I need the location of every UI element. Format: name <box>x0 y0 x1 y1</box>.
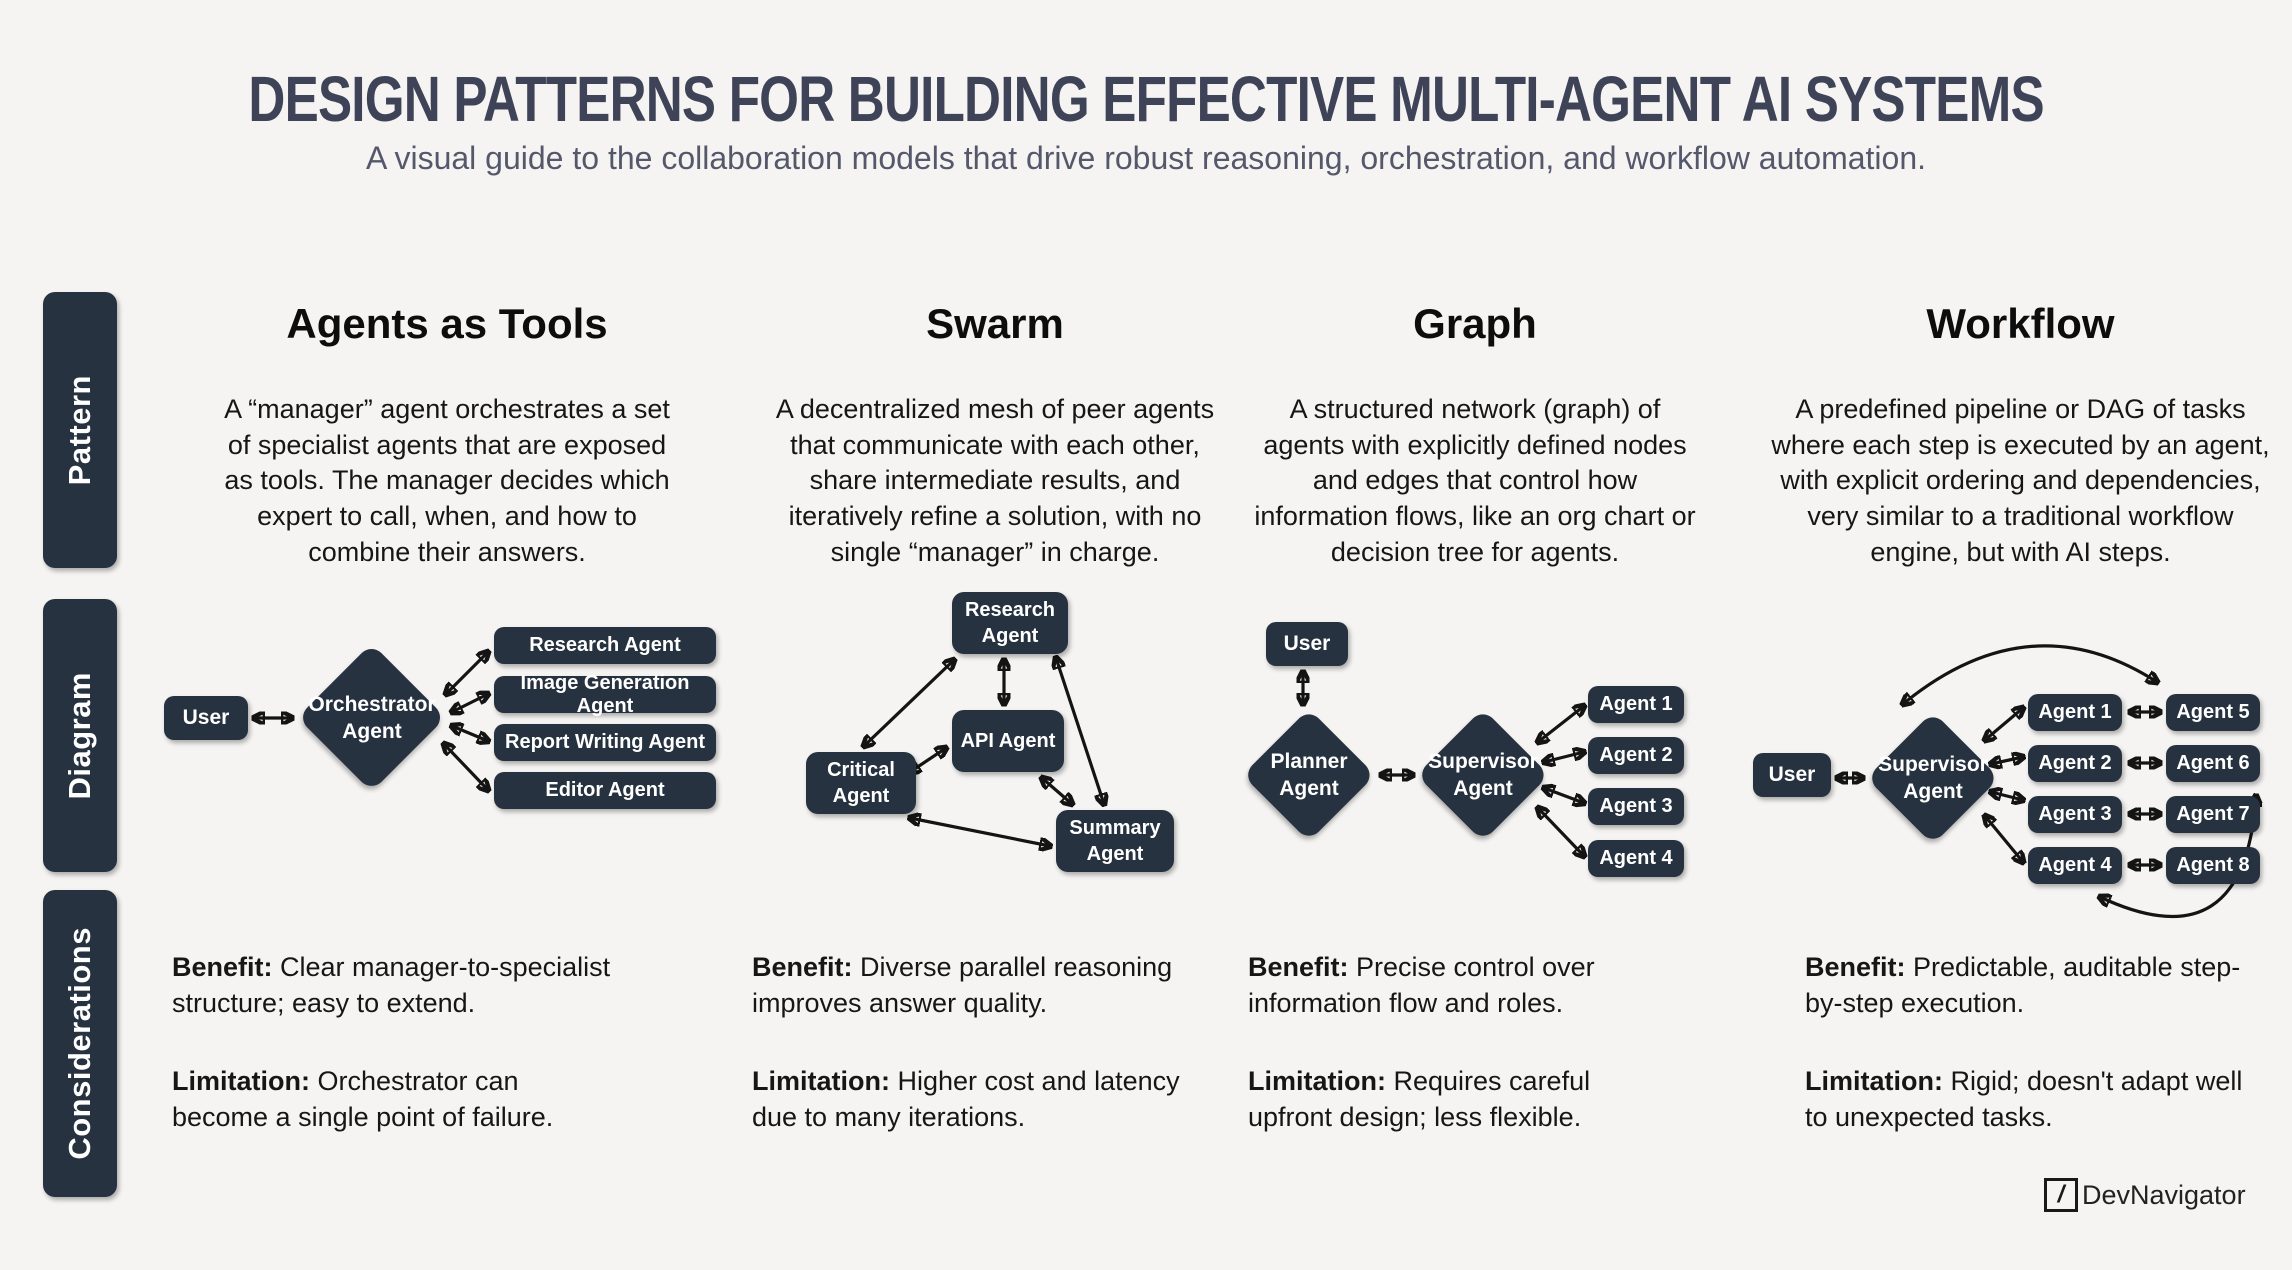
node-graph-supervisor-agent: Supervisor Agent <box>1417 709 1549 841</box>
node-workflow-agent-7: Agent 7 <box>2166 796 2260 833</box>
benefit-text: Precise control over information flow an… <box>1248 952 1595 1018</box>
benefit-graph: Benefit: Precise control over informatio… <box>1248 950 1678 1022</box>
node-swarm-summary-agent: Summary Agent <box>1056 810 1174 872</box>
node-planner-agent-label: Planner Agent <box>1270 749 1348 800</box>
node-graph-agent-1: Agent 1 <box>1588 686 1684 723</box>
considerations-graph: Benefit: Precise control over informatio… <box>1248 950 1678 1136</box>
limitation-label: Limitation: <box>752 1065 890 1096</box>
node-image-generation-agent: Image Generation Agent <box>494 672 716 717</box>
node-swarm-critical-agent: Critical Agent <box>806 752 916 814</box>
node-workflow-agent-6: Agent 6 <box>2166 745 2260 782</box>
column-title-graph: Graph <box>1413 300 1537 347</box>
limitation-graph: Limitation: Requires careful upfront des… <box>1248 1064 1678 1136</box>
benefit-label: Benefit: <box>1805 952 1906 982</box>
considerations-agents-as-tools: Benefit: Clear manager-to-specialist str… <box>172 950 617 1136</box>
node-workflow-agent-5: Agent 5 <box>2166 694 2260 731</box>
node-workflow-agent-4: Agent 4 <box>2028 847 2122 884</box>
pattern-description-workflow: A predefined pipeline or DAG of tasks wh… <box>1771 394 2270 567</box>
node-workflow-supervisor-agent-label: Supervisor Agent <box>1878 752 1988 803</box>
page-title: DESIGN PATTERNS FOR BUILDING EFFECTIVE M… <box>0 62 2292 136</box>
pattern-description-swarm: A decentralized mesh of peer agents that… <box>775 394 1215 567</box>
node-swarm-api-agent: API Agent <box>952 710 1064 772</box>
benefit-label: Benefit: <box>1248 952 1349 982</box>
benefit-text: Predictable, auditable step-by-step exec… <box>1805 952 2241 1018</box>
limitation-text: Rigid; doesn't adapt well to unexpected … <box>1805 1065 2243 1132</box>
node-graph-agent-4: Agent 4 <box>1588 840 1684 877</box>
limitation-label: Limitation: <box>1805 1065 1943 1096</box>
node-workflow-supervisor-agent: Supervisor Agent <box>1867 712 1999 844</box>
node-user: User <box>164 696 248 740</box>
benefit-label: Benefit: <box>172 952 273 982</box>
node-report-writing-agent: Report Writing Agent <box>494 724 716 761</box>
node-editor-agent: Editor Agent <box>494 772 716 809</box>
limitation-label: Limitation: <box>1248 1065 1386 1096</box>
brand-name: DevNavigator <box>2082 1179 2246 1210</box>
sidebar-row-pattern: Pattern <box>43 292 117 568</box>
pattern-description-graph: A structured network (graph) of agents w… <box>1254 394 1696 567</box>
node-orchestrator-agent-label: Orchestrator Agent <box>308 692 436 743</box>
node-orchestrator-agent: Orchestrator Agent <box>298 644 446 792</box>
considerations-workflow: Benefit: Predictable, auditable step-by-… <box>1805 950 2265 1136</box>
limitation-agents-as-tools: Limitation: Orchestrator can become a si… <box>172 1064 617 1136</box>
sidebar-row-pattern-label: Pattern <box>62 374 97 486</box>
sidebar-row-considerations-label: Considerations <box>62 927 97 1160</box>
node-research-agent: Research Agent <box>494 627 716 664</box>
page-title-text: DESIGN PATTERNS FOR BUILDING EFFECTIVE M… <box>248 63 2044 135</box>
pattern-description-agents-as-tools: A “manager” agent orchestrates a set of … <box>224 394 670 567</box>
limitation-label: Limitation: <box>172 1065 310 1096</box>
node-graph-agent-3: Agent 3 <box>1588 788 1684 825</box>
sidebar-row-diagram: Diagram <box>43 599 117 872</box>
column-title-workflow: Workflow <box>1926 300 2115 347</box>
page-subtitle: A visual guide to the collaboration mode… <box>366 140 1926 176</box>
sidebar-row-diagram-label: Diagram <box>62 671 97 800</box>
benefit-swarm: Benefit: Diverse parallel reasoning impr… <box>752 950 1182 1022</box>
node-workflow-user: User <box>1753 753 1831 797</box>
node-workflow-agent-1: Agent 1 <box>2028 694 2122 731</box>
limitation-text: Requires careful upfront design; less fl… <box>1248 1065 1591 1132</box>
sidebar-row-considerations: Considerations <box>43 890 117 1197</box>
benefit-workflow: Benefit: Predictable, auditable step-by-… <box>1805 950 2265 1022</box>
limitation-text: Higher cost and latency due to many iter… <box>752 1065 1180 1132</box>
node-planner-agent: Planner Agent <box>1243 709 1375 841</box>
node-workflow-agent-3: Agent 3 <box>2028 796 2122 833</box>
benefit-text: Clear manager-to-specialist structure; e… <box>172 952 611 1018</box>
node-graph-supervisor-agent-label: Supervisor Agent <box>1428 749 1538 800</box>
node-workflow-agent-2: Agent 2 <box>2028 745 2122 782</box>
limitation-swarm: Limitation: Higher cost and latency due … <box>752 1064 1182 1136</box>
considerations-swarm: Benefit: Diverse parallel reasoning impr… <box>752 950 1182 1136</box>
node-graph-agent-2: Agent 2 <box>1588 737 1684 774</box>
column-title-swarm: Swarm <box>926 300 1064 347</box>
node-graph-user: User <box>1266 622 1348 666</box>
column-title-agents-as-tools: Agents as Tools <box>286 300 608 347</box>
devnavigator-logo: / DevNavigator <box>2044 1178 2246 1212</box>
benefit-agents-as-tools: Benefit: Clear manager-to-specialist str… <box>172 950 617 1022</box>
slash-logo-icon: / <box>2044 1178 2078 1212</box>
limitation-workflow: Limitation: Rigid; doesn't adapt well to… <box>1805 1064 2265 1136</box>
limitation-text: Orchestrator can become a single point o… <box>172 1065 554 1132</box>
node-swarm-research-agent: Research Agent <box>952 592 1068 654</box>
node-workflow-agent-8: Agent 8 <box>2166 847 2260 884</box>
benefit-label: Benefit: <box>752 952 853 982</box>
benefit-text: Diverse parallel reasoning improves answ… <box>752 952 1173 1018</box>
